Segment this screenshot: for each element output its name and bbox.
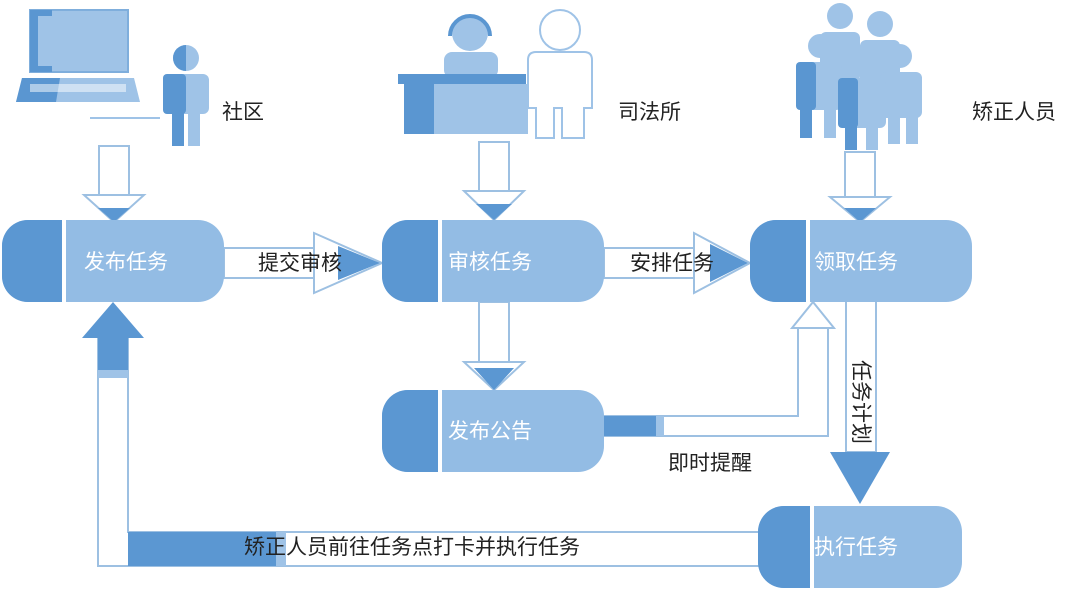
actor-label-judicial-office: 司法所	[618, 100, 681, 124]
node-label-publish-notice: 发布公告	[448, 419, 532, 443]
node-publish-notice	[382, 390, 604, 472]
arrow-instant-reminder	[597, 300, 837, 437]
edge-label-submit-review: 提交审核	[258, 251, 342, 275]
node-label-execute-task: 执行任务	[814, 535, 898, 559]
edge-label-instant-reminder: 即时提醒	[668, 451, 752, 475]
actor-label-community: 社区	[222, 100, 264, 124]
node-execute-task	[758, 506, 962, 588]
node-label-publish-task: 发布任务	[84, 250, 168, 274]
edge-label-task-plan: 任务计划	[849, 360, 873, 444]
edge-label-arrange-task: 安排任务	[630, 251, 714, 275]
arrow-personnel-to-claim	[827, 151, 893, 224]
arrow-task-plan	[830, 299, 890, 504]
node-label-review-task: 审核任务	[448, 250, 532, 274]
node-publish-task	[2, 220, 224, 302]
people-group-icon	[796, 3, 922, 150]
node-label-claim-task: 领取任务	[814, 250, 898, 274]
node-claim-task	[750, 220, 972, 302]
computer-icon	[16, 9, 160, 119]
arrow-review-to-notice	[461, 301, 527, 392]
edge-label-checkin-execute: 矫正人员前往任务点打卡并执行任务	[244, 535, 580, 559]
arrow-judicial-to-review	[461, 141, 527, 222]
community-person-icon	[163, 45, 209, 146]
actor-label-corrected-personnel: 矫正人员	[972, 100, 1056, 124]
service-desk-icon	[398, 9, 593, 139]
arrow-arrange-task	[603, 231, 753, 295]
node-review-task	[382, 220, 604, 302]
arrow-community-to-publish	[81, 145, 147, 224]
